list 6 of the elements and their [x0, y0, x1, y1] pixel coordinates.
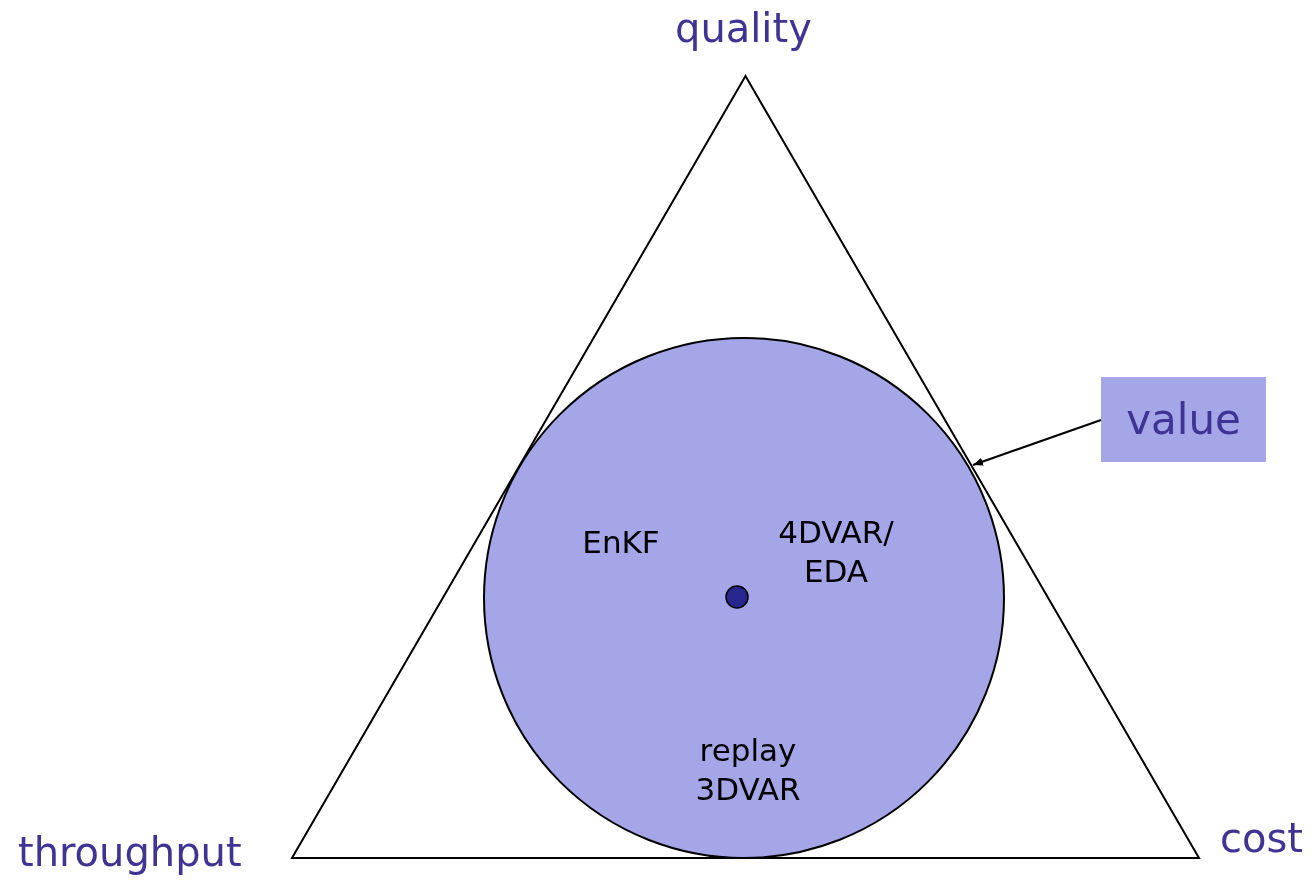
method-label: EnKF [581, 523, 661, 562]
method-label: 4DVAR/ EDA [777, 513, 895, 591]
method-label: replay 3DVAR [694, 731, 802, 809]
arrow [972, 419, 1102, 466]
label-box: value [1101, 377, 1266, 462]
vertex-label: cost [1220, 818, 1303, 858]
